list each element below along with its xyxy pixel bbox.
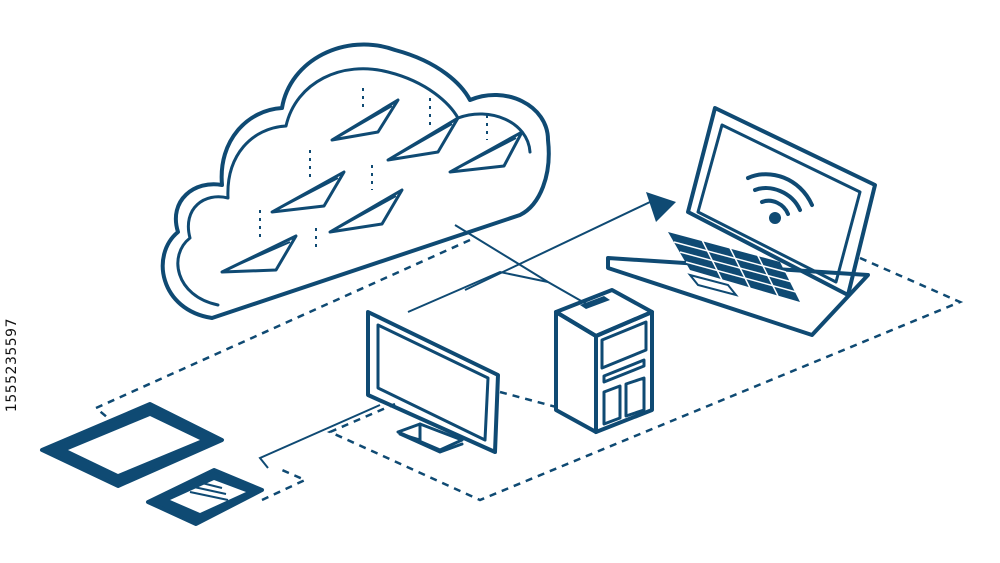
arrow-head-icon — [646, 192, 676, 222]
keyboard-grid — [673, 235, 797, 297]
cloud-to-server-line — [454, 224, 591, 307]
server-tower-icon — [554, 288, 654, 434]
wifi-icon — [746, 172, 814, 224]
cloud-prism-shapes — [220, 98, 524, 274]
connections — [93, 192, 964, 502]
cloud-to-tablet-dashed-line — [93, 238, 471, 419]
stock-image-id: 1555235597 — [4, 318, 20, 413]
phone-dashed-line — [261, 468, 309, 502]
laptop-to-ring-dashed-line — [326, 256, 964, 502]
cloud-storage-icon — [160, 42, 551, 320]
laptop-wifi-icon — [606, 106, 877, 337]
cloud-dotted-lines — [259, 88, 488, 252]
desktop-monitor-icon — [366, 310, 500, 454]
touchpad — [687, 273, 739, 297]
server-dashed-line — [499, 390, 561, 410]
monitor-to-server-line — [407, 270, 549, 313]
monitor-to-tablet-line — [258, 404, 381, 469]
smartphone-icon — [146, 468, 264, 526]
phone-signal-lines — [189, 481, 229, 501]
tablet-icon — [40, 402, 224, 488]
server-to-laptop-line — [464, 201, 651, 291]
